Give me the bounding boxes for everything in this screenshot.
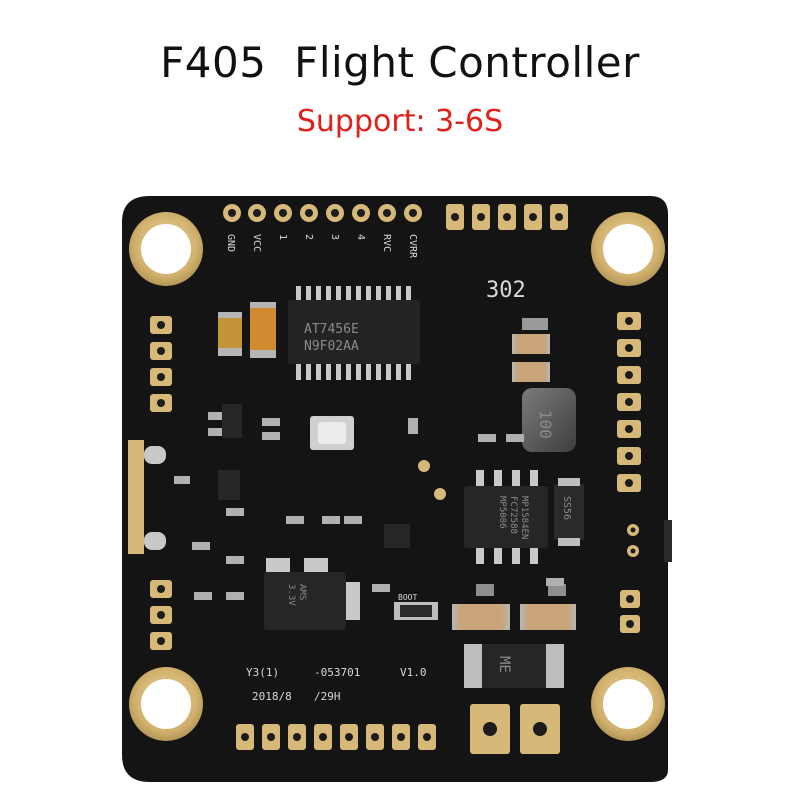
pin-label-2: 2 [303,234,314,240]
pin-label-gnd: GND [225,234,236,252]
silk-line1-c: V1.0 [400,666,427,679]
usb-connector [128,440,166,554]
ceramic-capacitors-top [512,318,550,382]
bottom-pads [236,704,560,754]
silk-line1-b: -053701 [314,666,360,679]
osd-chip-line1: AT7456E [304,322,359,337]
silk-lines: Y3(1) -053701 V1.0 2018/8 /29H [246,666,427,703]
pin-label-1: 1 [277,234,288,240]
regulator-line2: FC72588 [508,496,518,534]
top-pads-left [223,204,422,222]
crystal-oscillator [310,416,354,450]
pin-label-3: 3 [329,234,340,240]
ldo-regulator: AMS 3.3V [264,558,360,630]
pin-label-vcc: VCC [251,234,262,252]
pin-label-rvc: RVC [381,234,392,252]
mounting-holes [129,212,665,741]
schottky-diode: SS56 [554,478,584,546]
ldo-line1: AMS [297,584,307,600]
pcb-body [122,196,668,782]
inductor-text: 100 [536,410,555,439]
right-pads [617,312,672,633]
pin-label-cvrr: CVRR [407,234,418,259]
product-title: F405 Flight Controller [160,38,640,87]
pin-label-4: 4 [355,234,366,240]
left-pads [150,316,172,650]
voltage-support-text: Support: 3-6S [296,104,504,139]
silk-line2-a: 2018/8 [252,690,292,703]
regulator-chip: MP1584EN FC72588 MP5006 [464,470,548,564]
osd-chip: AT7456E N9F02AA [288,286,420,380]
regulator-line3: MP5006 [497,496,507,529]
silk-line2-b: /29H [314,690,341,703]
board-code-label: 302 [486,278,526,303]
top-pads-right [446,204,568,230]
test-pad [418,460,430,472]
regulator-line1: MP1584EN [519,496,529,539]
test-pad [434,488,446,500]
pin-labels: GND VCC 1 2 3 4 RVC CVRR [225,234,418,259]
ldo-line2: 3.3V [286,584,296,606]
boot-text: BOOT [398,593,417,602]
me-text: ME [496,656,512,673]
me-package: ME [464,644,564,688]
silk-line1-a: Y3(1) [246,666,279,679]
inductor: 100 [522,388,576,452]
ceramic-capacitors-bottom [452,584,576,630]
diode-text: SS56 [561,496,572,520]
osd-chip-line2: N9F02AA [304,339,359,354]
tantalum-capacitors [218,302,276,358]
smd-components [174,404,564,600]
boot-button: BOOT [394,593,438,620]
